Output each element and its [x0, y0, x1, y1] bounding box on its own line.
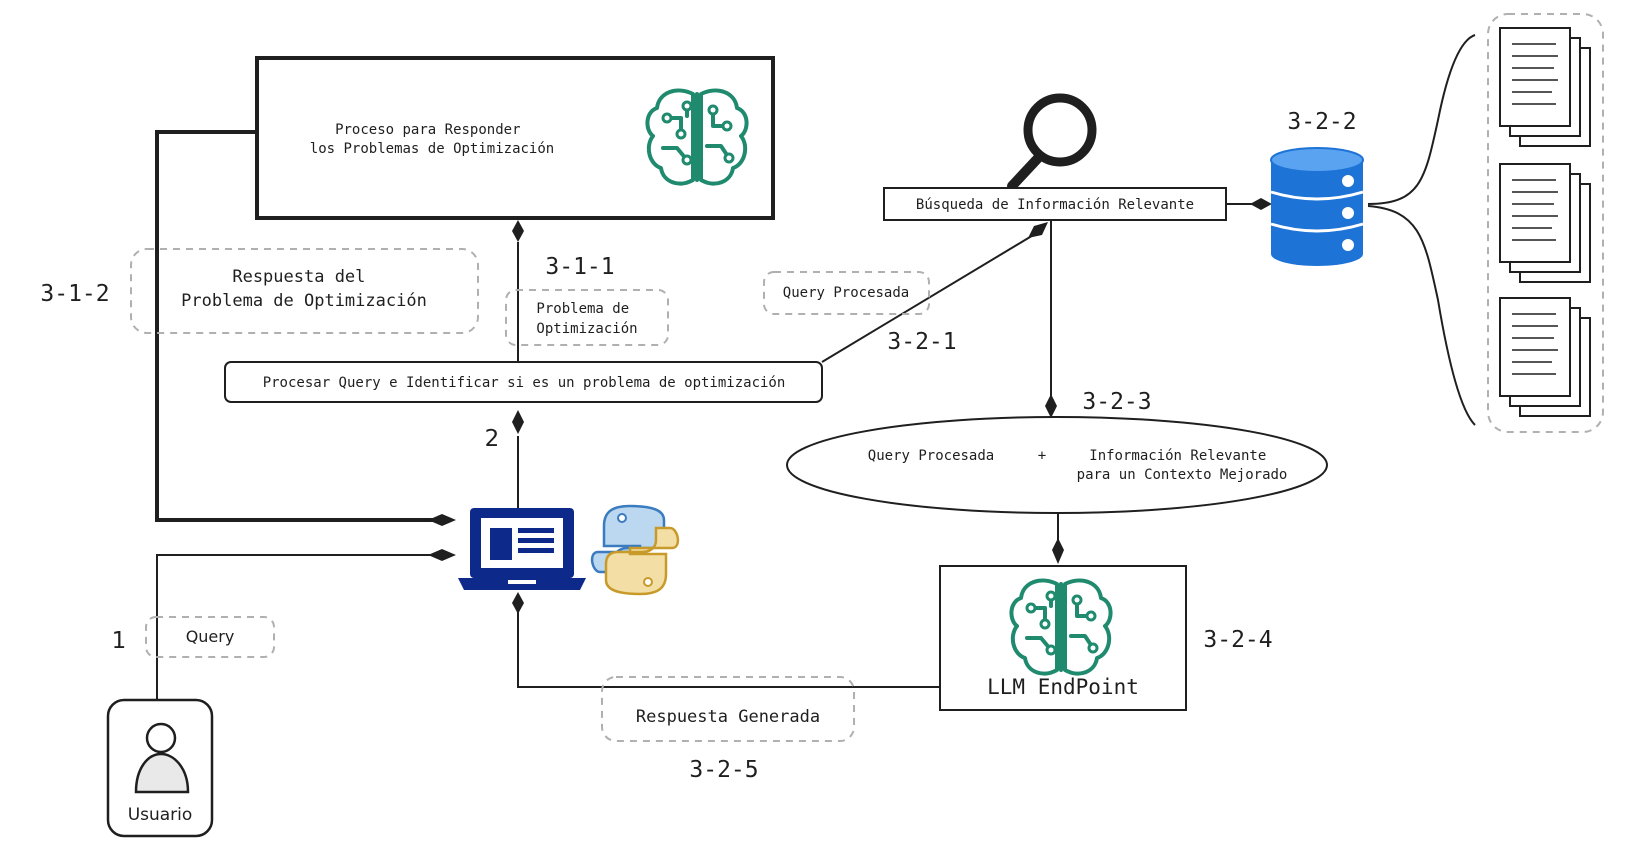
step-3-1-1: 3-1-1	[545, 254, 614, 280]
search-box-label: Búsqueda de Información Relevante	[916, 197, 1194, 213]
context-info-line-1: Información Relevante	[1089, 448, 1266, 464]
process-box-frame	[255, 56, 775, 220]
step-3-2-5: 3-2-5	[689, 757, 758, 783]
context-plus: +	[1038, 448, 1046, 464]
label-respuesta-generada: Respuesta Generada	[601, 676, 855, 742]
process-query-label: Procesar Query e Identificar si es un pr…	[263, 375, 786, 391]
label-frame	[145, 616, 275, 658]
connector-query-to-search	[821, 233, 1036, 363]
label-query: Query	[145, 616, 275, 658]
step-2: 2	[485, 426, 500, 452]
arrowhead-diamond	[512, 410, 524, 434]
arrowhead-diamond	[512, 220, 524, 242]
label-query-text: Query	[186, 627, 235, 646]
label-line-2: Problema de Optimización	[181, 291, 427, 311]
label-problema-optimizacion-text: Problema de Optimización	[536, 301, 637, 337]
label-query-procesada-text: Query Procesada	[783, 285, 909, 301]
label-frame	[763, 271, 930, 315]
arrowhead-diamond	[428, 514, 456, 526]
process-title-line-1: Proceso para Responder	[335, 122, 520, 138]
label-frame	[130, 248, 479, 334]
context-query-label: Query Procesada	[868, 448, 994, 464]
connectors	[155, 34, 1476, 700]
document-stack-panel	[1487, 13, 1604, 433]
llm-endpoint-box: LLM EndPoint	[939, 565, 1187, 711]
step-3-2-4: 3-2-4	[1203, 627, 1272, 653]
brain-circuit-icon	[645, 88, 749, 186]
search-box-frame	[883, 187, 1227, 221]
brain-circuit-icon	[1009, 578, 1113, 676]
document-stack-frame	[1487, 13, 1604, 433]
magnifier-icon	[1007, 93, 1097, 191]
label-respuesta-generada-text: Respuesta Generada	[636, 707, 820, 727]
process-title-line-2: los Problemas de Optimización	[310, 141, 554, 157]
step-3-2-2: 3-2-2	[1287, 109, 1356, 135]
document-stack-icon	[1499, 297, 1591, 417]
python-logo-icon	[590, 504, 680, 596]
label-line-1: Respuesta del	[232, 267, 365, 287]
process-query-box: Procesar Query e Identificar si es un pr…	[224, 361, 823, 403]
label-frame	[505, 289, 669, 346]
label-query-procesada: Query Procesada	[763, 271, 930, 315]
step-3-2-3: 3-2-3	[1082, 389, 1151, 415]
arrowhead-diamond	[1028, 222, 1048, 238]
step-numbers: 1 2 3-1-1 3-1-2 3-2-1 3-2-2 3-2-3 3-2-4 …	[40, 109, 1356, 783]
process-query-frame	[224, 361, 823, 403]
label-respuesta-problema-text: Respuesta del Problema de Optimización	[181, 267, 427, 311]
arrowhead-diamond	[1052, 538, 1064, 564]
brace-lower	[1367, 205, 1476, 426]
step-1: 1	[112, 628, 127, 654]
document-stack-icon	[1499, 27, 1591, 147]
arrowhead-diamond	[1250, 198, 1272, 210]
laptop-icon	[458, 508, 586, 590]
document-stack-icon	[1499, 163, 1591, 283]
user-node: Usuario	[106, 698, 214, 838]
label-problema-optimizacion: Problema de Optimización	[505, 289, 669, 346]
optimization-process-box: Proceso para Responder los Problemas de …	[255, 56, 775, 220]
label-line-1: Problema de	[536, 301, 629, 317]
brace-upper	[1367, 34, 1476, 205]
connector-response-to-laptop	[155, 130, 433, 522]
context-info-label: Información Relevante para un Contexto M…	[1077, 448, 1288, 483]
user-label: Usuario	[128, 805, 193, 825]
step-3-2-1: 3-2-1	[887, 329, 956, 355]
step-3-1-2: 3-1-2	[40, 281, 109, 307]
label-respuesta-problema: Respuesta del Problema de Optimización	[130, 248, 479, 334]
llm-endpoint-label: LLM EndPoint	[987, 675, 1139, 699]
search-box: Búsqueda de Información Relevante	[883, 187, 1227, 221]
arrowhead-diamond	[1045, 394, 1057, 418]
context-ellipse: Query Procesada + Información Relevante …	[786, 416, 1328, 514]
context-info-line-2: para un Contexto Mejorado	[1077, 467, 1288, 483]
connector-user-to-laptop	[156, 554, 433, 700]
user-icon	[134, 722, 190, 794]
label-line-2: Optimización	[536, 321, 637, 337]
context-ellipse-frame	[786, 416, 1328, 514]
arrowhead-diamond	[428, 549, 456, 561]
connector-llm-to-laptop	[517, 612, 940, 688]
process-box-title: Proceso para Responder los Problemas de …	[310, 122, 554, 157]
label-frame	[601, 676, 855, 742]
database-icon	[1270, 147, 1364, 266]
arrowhead-diamond	[512, 592, 524, 614]
